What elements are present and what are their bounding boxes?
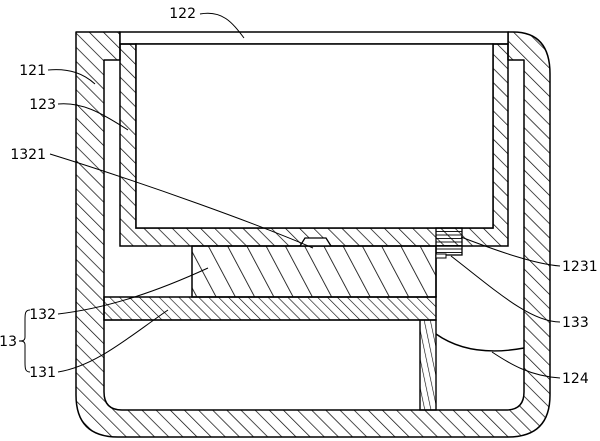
reference-labels: 122 121 123 1321 1231 133 124 132 131 13: [0, 6, 598, 387]
leader-124: [491, 351, 561, 379]
pin: [435, 253, 447, 259]
wedge-block: [191, 245, 437, 298]
leader-121: [47, 69, 96, 85]
label-121: 121: [19, 63, 46, 79]
label-122: 122: [169, 6, 196, 22]
leader-133: [450, 255, 561, 323]
leader-1231: [460, 236, 561, 267]
leader-122: [199, 12, 245, 39]
vertical-post: [419, 319, 437, 411]
notch: [299, 237, 332, 247]
label-13: 13: [0, 334, 17, 350]
stop-block: [435, 227, 463, 256]
leader-1321: [49, 153, 314, 249]
curved-deflector: [435, 333, 525, 352]
leader-123: [57, 103, 129, 131]
label-124: 124: [562, 371, 589, 387]
label-123: 123: [29, 97, 56, 113]
housing-wall: [75, 31, 551, 438]
brace-13: [18, 309, 31, 373]
label-131: 131: [29, 365, 56, 381]
label-1231: 1231: [562, 259, 598, 275]
leader-lines: [18, 12, 561, 379]
leader-131: [57, 309, 169, 373]
label-132: 132: [29, 307, 56, 323]
top-cover: [119, 31, 509, 45]
inner-container-cavity: [135, 43, 494, 229]
leader-132: [57, 267, 209, 315]
label-133: 133: [562, 315, 589, 331]
base-plate: [103, 296, 437, 321]
label-1321: 1321: [10, 147, 46, 163]
